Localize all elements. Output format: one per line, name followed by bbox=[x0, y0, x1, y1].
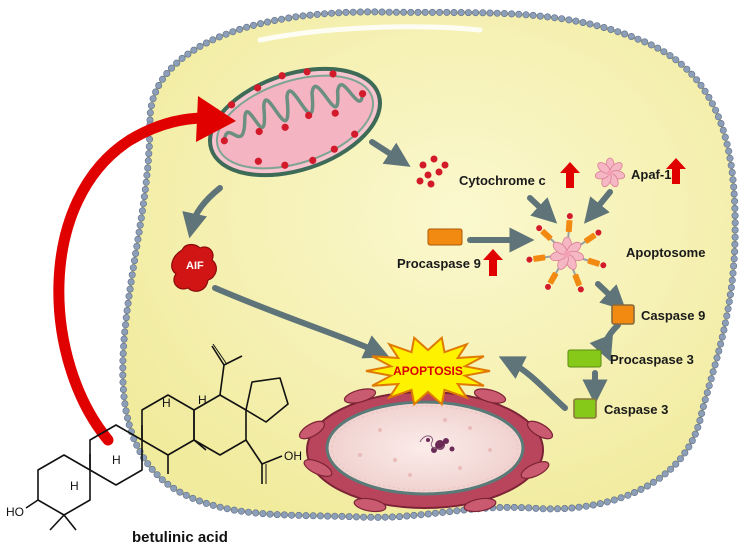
procaspase3-label: Procaspase 3 bbox=[610, 352, 694, 367]
oh-label: OH bbox=[284, 449, 302, 463]
procaspase3-block bbox=[567, 349, 602, 368]
h-label-top-left: H bbox=[162, 396, 171, 410]
apoptosis-label: APOPTOSIS bbox=[393, 364, 463, 378]
betulinic-acid-atom-labels: HO OH H H H H bbox=[6, 393, 302, 519]
betulinic-acid-structure bbox=[25, 343, 289, 531]
caspase9-label: Caspase 9 bbox=[641, 308, 705, 323]
procaspase9-block bbox=[427, 228, 463, 246]
caspase9-block bbox=[611, 304, 635, 325]
pathway-arrows bbox=[182, 139, 627, 411]
mitochondrion-icon bbox=[208, 66, 382, 178]
compound-name-label: betulinic acid bbox=[132, 529, 228, 546]
betulinic-acid-action-arrow bbox=[53, 96, 236, 446]
h-label-mid: H bbox=[112, 453, 121, 467]
aif-icon: AIF bbox=[171, 243, 217, 292]
aif-label: AIF bbox=[186, 260, 204, 272]
caspase3-label: Caspase 3 bbox=[604, 402, 668, 417]
caspase3-block bbox=[573, 398, 597, 419]
procaspase9-label: Procaspase 9 bbox=[397, 256, 481, 271]
up-arrow-icon bbox=[483, 158, 686, 276]
apoptosome-icon bbox=[526, 213, 607, 293]
apoptosis-starburst: APOPTOSIS bbox=[365, 335, 491, 407]
cell-membrane bbox=[119, 8, 739, 521]
cytochrome-c-label: Cytochrome c bbox=[459, 173, 546, 188]
apoptosome-label: Apoptosome bbox=[626, 245, 705, 260]
h-label-bottom: H bbox=[70, 479, 79, 493]
apaf1-label: Apaf-1 bbox=[631, 167, 671, 182]
ho-label: HO bbox=[6, 505, 24, 519]
apaf1-flower-icon bbox=[594, 157, 626, 188]
h-label-top-right: H bbox=[198, 393, 207, 407]
nucleus-icon bbox=[298, 388, 554, 513]
cytochrome-c-dots-icon bbox=[416, 155, 449, 188]
cell bbox=[119, 8, 739, 521]
